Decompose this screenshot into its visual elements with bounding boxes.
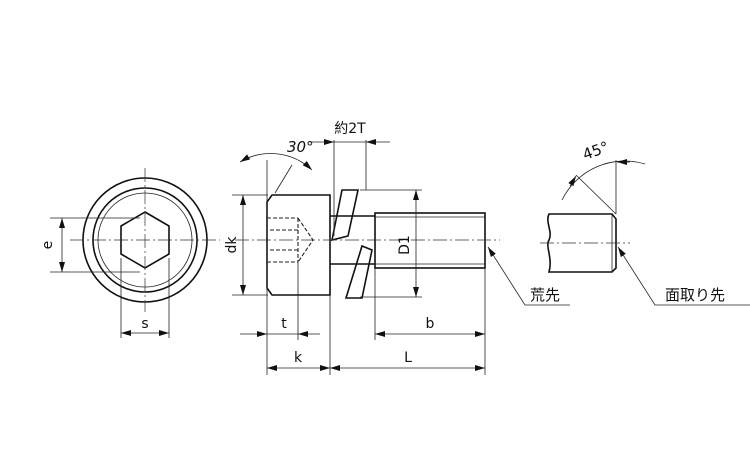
k-label: k [294,350,303,366]
chamfer-detail-view [540,159,750,306]
dk-label: dk [224,236,240,254]
b-label: b [426,316,435,332]
rough-end-label: 荒先 [530,286,560,304]
angle-30-label: 30° [287,138,314,156]
side-view [232,139,570,375]
e-label: e [40,241,56,250]
approx-2t-label: 約2T [334,121,366,137]
angle-45-label: 45° [580,138,611,164]
t-label: t [281,316,287,332]
s-label: s [141,316,148,332]
end-view [50,168,220,338]
spring-washer-top [330,189,359,242]
spring-washer-bottom [344,244,373,299]
chamfered-end-label: 面取り先 [665,286,725,304]
L-label: L [404,350,412,366]
d1-label: D1 [397,235,413,255]
